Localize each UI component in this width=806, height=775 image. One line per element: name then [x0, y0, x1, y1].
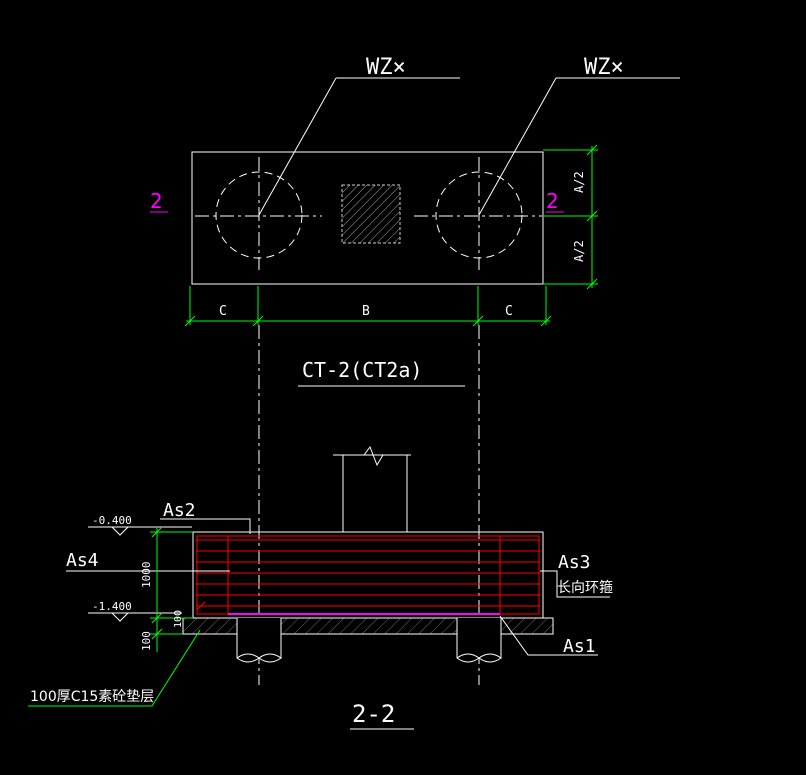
- dim-b: B: [362, 304, 370, 319]
- section-mark-left: 2: [150, 189, 163, 213]
- plan-title: CT-2(CT2a): [302, 358, 422, 382]
- label-as3: As3: [558, 552, 591, 573]
- pile-label-left: WZ×: [366, 55, 406, 80]
- pile-right-break: [456, 653, 502, 663]
- elevation-marker-icon: [88, 526, 192, 622]
- section-cap-outline: [192, 531, 544, 619]
- label-as1: As1: [563, 636, 596, 657]
- section-mark-right: 2: [546, 189, 559, 213]
- leader-line-right: [478, 77, 557, 216]
- dim-height: 1000: [140, 562, 153, 589]
- dim-c-left: C: [219, 304, 227, 319]
- rebar-group: [196, 535, 540, 615]
- label-as2: As2: [163, 500, 196, 521]
- leader-as1: [499, 615, 598, 656]
- elevation-top: -0.400: [92, 514, 132, 527]
- dim-a-half-bottom: A/2: [572, 240, 586, 262]
- pile-right: [456, 618, 502, 663]
- column-hatch-icon: [341, 184, 401, 244]
- cushion-note: 100厚C15素砼垫层: [30, 689, 154, 705]
- dim-c-right: C: [505, 304, 513, 319]
- label-as4: As4: [66, 550, 99, 571]
- dim-cushion: 100: [140, 631, 153, 651]
- break-line-icon: [342, 445, 408, 532]
- leader-as2: [160, 518, 251, 534]
- elevation-bottom: -1.400: [92, 600, 132, 613]
- pile-left: [236, 618, 282, 663]
- plan-view: [191, 77, 680, 285]
- dimension-right: [543, 144, 598, 290]
- dimension-bottom: [184, 286, 552, 327]
- pile-left-break: [236, 653, 282, 663]
- pile-cap-outline: [191, 151, 544, 285]
- stirrup-note: 长向环箍: [557, 579, 613, 596]
- leader-cushion: [28, 629, 201, 707]
- leader-line-left: [258, 77, 337, 216]
- leader-as3: [540, 570, 610, 598]
- section-title: 2-2: [352, 700, 395, 728]
- pile-label-right: WZ×: [584, 55, 624, 80]
- dimension-left: [150, 526, 193, 652]
- dim-a-half-top: A/2: [572, 171, 586, 193]
- section-view: [28, 445, 610, 707]
- dim-cover: 100: [173, 610, 184, 628]
